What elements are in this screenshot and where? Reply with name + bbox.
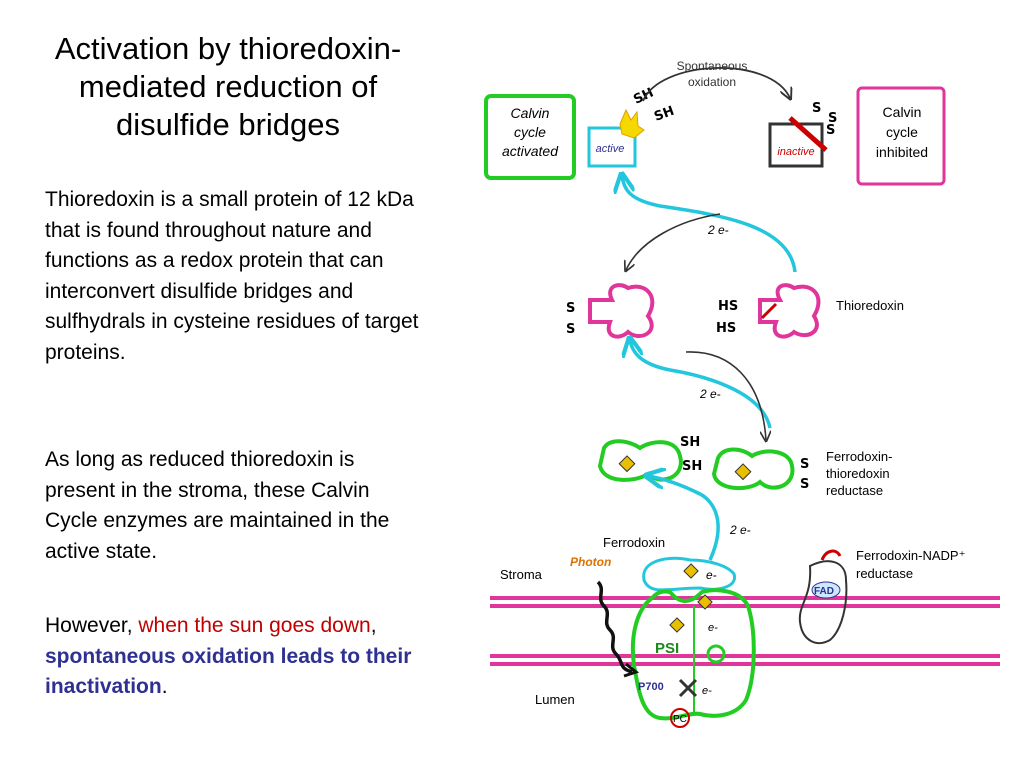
- chlorophyll-ring: [706, 644, 726, 664]
- paragraph-active-state: As long as reduced thioredoxin is presen…: [45, 448, 390, 563]
- thioredoxin-oxidized: S S: [566, 283, 655, 339]
- psi-label: PSI: [655, 640, 679, 657]
- fnr-enzyme: [798, 560, 848, 645]
- psi-complex: [630, 588, 756, 721]
- s-label-inactive-3: S: [826, 123, 835, 138]
- oxidation-arrow-thioredoxin: [626, 213, 721, 270]
- ferrodoxin-cluster: [683, 563, 699, 579]
- e-label-ferrodoxin: e-: [706, 568, 717, 582]
- e-label-psi-2: e-: [702, 685, 712, 697]
- ftr-label-line2: thioredoxin: [826, 466, 890, 481]
- sh-label-active-2: SH: [652, 104, 676, 125]
- paragraph-inactivation: However, when the sun goes down, spontan…: [45, 611, 425, 703]
- p3-red-text: when the sun goes down: [138, 614, 371, 637]
- calvin-inhibited-line2: cycle: [886, 124, 918, 140]
- lumen-label: Lumen: [535, 692, 575, 707]
- pc-label: PC: [673, 714, 687, 725]
- s-label-trx-2: S: [566, 322, 575, 337]
- photon-wave: [596, 580, 633, 674]
- spontaneous-label-line1: Spontaneous: [677, 59, 748, 73]
- calvin-activated-line3: activated: [502, 143, 559, 159]
- calvin-activated-line2: cycle: [514, 124, 546, 140]
- paragraph-thioredoxin-description: Thioredoxin is a small protein of 12 kDa…: [45, 188, 419, 364]
- slide-title: Activation by thioredoxin-mediated reduc…: [54, 31, 402, 142]
- thioredoxin-reduced: HS HS: [716, 283, 821, 339]
- electrons-top-label: 2 e-: [707, 223, 729, 237]
- hs-label-trx-1: HS: [718, 299, 738, 314]
- s-label-inactive-1: S: [812, 101, 821, 116]
- calvin-activated-box: [484, 94, 576, 180]
- fad-label: FAD: [814, 586, 834, 597]
- fad-cofactor: [811, 581, 841, 599]
- thioredoxin-label: Thioredoxin: [836, 298, 904, 313]
- ftr-reduced: SH SH: [597, 435, 702, 482]
- spontaneous-oxidation-arrow: [642, 67, 790, 101]
- plastocyanin: [670, 708, 690, 728]
- p3-blue-text: spontaneous oxidation leads to their ina…: [45, 644, 412, 699]
- sh-label-ftr-1: SH: [680, 435, 700, 450]
- calvin-inhibited-box: [856, 86, 946, 186]
- sh-label-ftr-2: SH: [682, 459, 702, 474]
- spark-icon: [619, 108, 645, 139]
- thioredoxin-return-arrow: [685, 351, 766, 440]
- electron-flow-low: [648, 476, 720, 561]
- p3-end: .: [161, 675, 168, 698]
- inactive-label: inactive: [777, 146, 814, 158]
- p3-prefix: However,: [45, 614, 139, 637]
- active-enzyme: [587, 126, 637, 168]
- electron-flow-top: [622, 176, 797, 273]
- inactive-enzyme: [768, 122, 824, 168]
- electron-flow-mid: [630, 340, 772, 429]
- e-label-psi-1: e-: [708, 622, 718, 634]
- fnr-label-line2: reductase: [856, 566, 913, 581]
- electrons-mid-label: 2 e-: [699, 387, 721, 401]
- calvin-activated-line1: Calvin: [511, 105, 550, 121]
- calvin-inhibited-line1: Calvin: [883, 104, 922, 120]
- s-label-trx-1: S: [566, 301, 575, 316]
- ferrodoxin-shape: [642, 556, 736, 592]
- s-label-inactive-2: S: [828, 111, 837, 126]
- photon-label: Photon: [570, 555, 611, 569]
- ftr-label-line1: Ferrodoxin-: [826, 449, 892, 464]
- ferrodoxin-label: Ferrodoxin: [603, 535, 665, 550]
- s-label-ftr-1: S: [800, 457, 809, 472]
- thylakoid-membrane: [490, 596, 1000, 666]
- ftr-label-line3: reductase: [826, 483, 883, 498]
- p3-comma: ,: [370, 614, 377, 637]
- electrons-low-label: 2 e-: [729, 523, 751, 537]
- active-label: active: [596, 143, 625, 155]
- calvin-inhibited-line3: inhibited: [876, 144, 928, 160]
- fnr-label-line1: Ferrodoxin-NADP⁺: [856, 548, 965, 563]
- hs-label-trx-2: HS: [716, 321, 736, 336]
- stroma-label: Stroma: [500, 567, 543, 582]
- ftr-oxidized: S S: [711, 447, 809, 492]
- p700-label: P700: [638, 681, 664, 693]
- spontaneous-label-line2: oxidation: [688, 75, 736, 89]
- s-label-ftr-2: S: [800, 477, 809, 492]
